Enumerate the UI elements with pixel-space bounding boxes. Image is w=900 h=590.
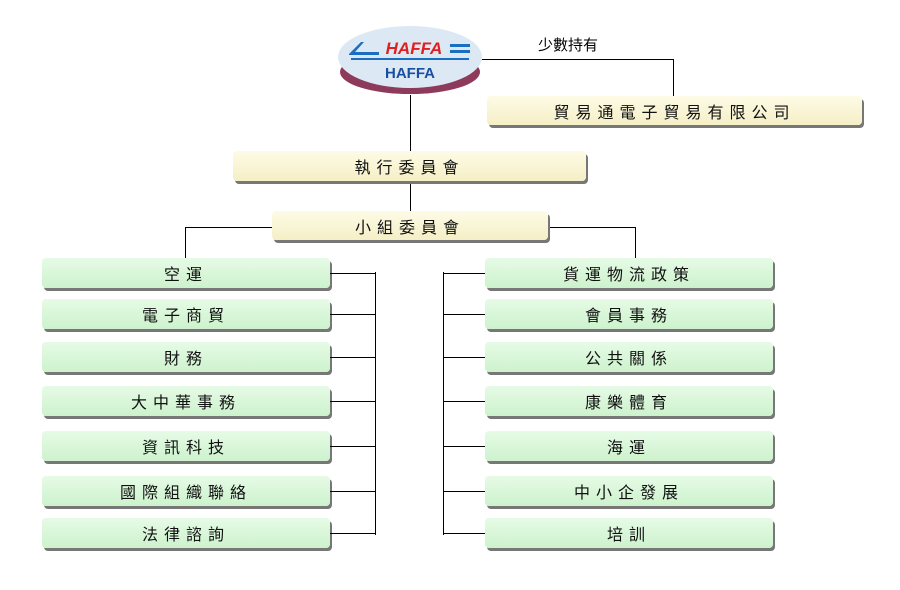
minority-holding-label: 少數持有	[538, 36, 599, 54]
logo-mark-text: HAFFA	[386, 39, 443, 58]
left-group-box: 電子商貿	[42, 299, 330, 329]
connector-line	[330, 446, 375, 447]
right-group-box: 康樂體育	[485, 386, 773, 416]
right-group-box: 培訓	[485, 518, 773, 548]
left-group-box: 空運	[42, 258, 330, 288]
connector-line	[443, 357, 485, 358]
right-group-box: 公共關係	[485, 342, 773, 372]
executive-committee-box: 執行委員會	[233, 151, 586, 181]
connector-line	[330, 357, 375, 358]
left-group-box: 財務	[42, 342, 330, 372]
subsidiary-box: 貿易通電子貿易有限公司	[487, 96, 862, 125]
left-group-box: 法律諮詢	[42, 518, 330, 548]
left-group-box: 資訊科技	[42, 431, 330, 461]
right-group-box: 貨運物流政策	[485, 258, 773, 288]
haffa-logo: HAFFA HAFFA	[338, 26, 482, 94]
connector-line	[443, 446, 485, 447]
connector-line	[330, 273, 375, 274]
connector-line	[330, 491, 375, 492]
connector-line	[443, 491, 485, 492]
right-group-box: 海運	[485, 431, 773, 461]
left-group-box: 國際組織聯絡	[42, 476, 330, 506]
left-group-box: 大中華事務	[42, 386, 330, 416]
logo-name-text: HAFFA	[385, 65, 435, 82]
connector-line	[443, 401, 485, 402]
right-group-box: 中小企發展	[485, 476, 773, 506]
connector-line	[443, 314, 485, 315]
connector-line	[330, 533, 375, 534]
subcommittee-box: 小組委員會	[272, 211, 548, 240]
connector-line	[330, 314, 375, 315]
connector-line	[443, 273, 485, 274]
connector-line	[443, 533, 485, 534]
connector-line	[330, 401, 375, 402]
right-group-box: 會員事務	[485, 299, 773, 329]
